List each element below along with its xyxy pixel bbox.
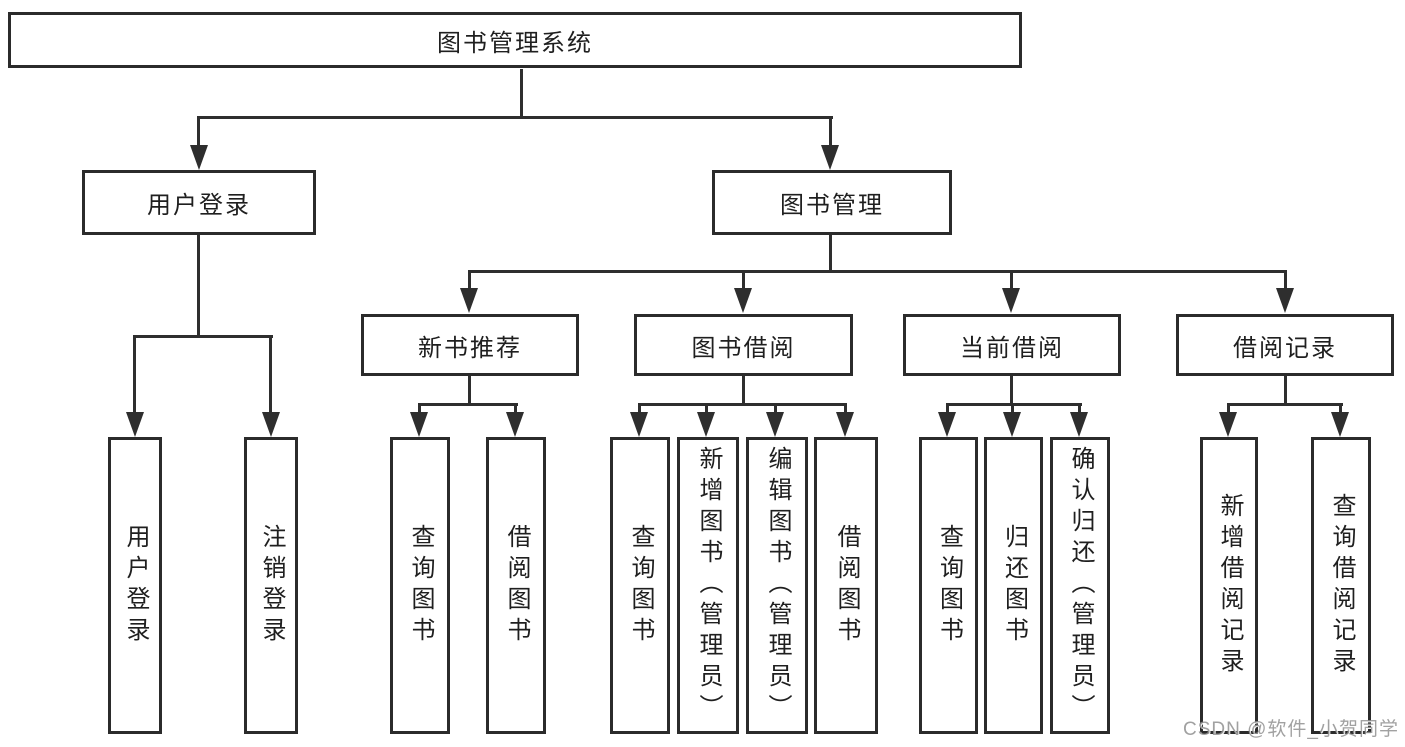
node-label: 确认归还（管理员）: [1067, 446, 1094, 725]
connector-line: [269, 335, 272, 413]
connector-line: [946, 403, 1082, 406]
connector-line: [468, 270, 471, 295]
arrow-down-icon: [1003, 412, 1021, 437]
arrow-down-icon: [697, 412, 715, 437]
leaf-edit-book-admin: 编辑图书（管理员）: [746, 437, 808, 734]
connector-line: [844, 403, 847, 414]
node-label: 图书管理: [780, 192, 884, 219]
arrow-down-icon: [1276, 288, 1294, 313]
connector-line: [1010, 376, 1013, 406]
arrow-down-icon: [821, 145, 839, 170]
node-label: 查询图书: [407, 523, 434, 648]
leaf-return-book: 归还图书: [984, 437, 1043, 734]
arrow-down-icon: [126, 412, 144, 437]
arrow-down-icon: [410, 412, 428, 437]
leaf-query-borrow-record: 查询借阅记录: [1311, 437, 1371, 734]
connector-line: [468, 270, 1287, 273]
node-library-management-system: 图书管理系统: [8, 12, 1022, 68]
node-label: 借阅图书: [833, 523, 860, 648]
connector-line: [133, 335, 136, 413]
connector-line: [514, 403, 517, 414]
connector-line: [946, 403, 949, 414]
leaf-query-books-current: 查询图书: [919, 437, 978, 734]
connector-line: [197, 116, 200, 148]
watermark: CSDN @软件_小贺同学: [1183, 719, 1399, 740]
connector-line: [1284, 270, 1287, 295]
connector-line: [418, 403, 518, 406]
leaf-query-books-borrow: 查询图书: [610, 437, 670, 734]
connector-line: [829, 116, 832, 148]
connector-line: [1010, 270, 1013, 295]
connector-line: [468, 376, 471, 406]
arrow-down-icon: [766, 412, 784, 437]
leaf-add-borrow-record: 新增借阅记录: [1200, 437, 1258, 734]
connector-line: [638, 403, 641, 414]
connector-line: [1284, 376, 1287, 406]
node-label: 新增图书（管理员）: [695, 446, 722, 725]
connector-line: [742, 376, 745, 406]
connector-line: [742, 270, 745, 295]
node-new-book-recommendation: 新书推荐: [361, 314, 579, 376]
leaf-borrow-books: 借阅图书: [814, 437, 878, 734]
connector-line: [1227, 403, 1230, 414]
arrow-down-icon: [1070, 412, 1088, 437]
node-book-borrowing: 图书借阅: [634, 314, 853, 376]
node-label: 用户登录: [122, 523, 149, 648]
arrow-down-icon: [1331, 412, 1349, 437]
connector-line: [133, 335, 273, 338]
connector-line: [197, 235, 200, 338]
arrow-down-icon: [262, 412, 280, 437]
arrow-down-icon: [506, 412, 524, 437]
arrow-down-icon: [460, 288, 478, 313]
connector-line: [774, 403, 777, 414]
arrow-down-icon: [836, 412, 854, 437]
node-label: 图书借阅: [691, 334, 796, 362]
connector-line: [1339, 403, 1342, 414]
node-label: 借阅记录: [1233, 334, 1337, 362]
node-label: 注销登录: [258, 523, 285, 648]
leaf-add-book-admin: 新增图书（管理员）: [677, 437, 739, 734]
arrow-down-icon: [630, 412, 648, 437]
connector-line: [1078, 403, 1081, 414]
connector-line: [1011, 403, 1014, 414]
node-label: 图书管理系统: [437, 29, 593, 57]
node-current-borrowing: 当前借阅: [903, 314, 1121, 376]
leaf-query-books-recommend: 查询图书: [390, 437, 450, 734]
arrow-down-icon: [734, 288, 752, 313]
node-label: 编辑图书（管理员）: [764, 446, 791, 725]
connector-line: [197, 116, 833, 119]
arrow-down-icon: [190, 145, 208, 170]
arrow-down-icon: [1002, 288, 1020, 313]
node-label: 查询借阅记录: [1328, 492, 1355, 679]
arrow-down-icon: [1219, 412, 1237, 437]
node-label: 归还图书: [1000, 523, 1028, 648]
node-label: 用户登录: [147, 192, 251, 219]
node-label: 借阅图书: [503, 523, 530, 648]
node-label: 当前借阅: [960, 334, 1064, 362]
node-user-login: 用户登录: [82, 170, 316, 235]
connector-line: [829, 235, 832, 273]
node-label: 查询图书: [935, 523, 963, 648]
node-borrowing-records: 借阅记录: [1176, 314, 1394, 376]
connector-line: [638, 403, 847, 406]
node-book-management: 图书管理: [712, 170, 952, 235]
node-label: 查询图书: [627, 523, 654, 648]
leaf-confirm-return-admin: 确认归还（管理员）: [1050, 437, 1110, 734]
arrow-down-icon: [938, 412, 956, 437]
connector-line: [520, 69, 523, 118]
node-label: 新增借阅记录: [1216, 492, 1243, 679]
connector-line: [418, 403, 421, 414]
node-label: 新书推荐: [418, 334, 522, 362]
leaf-user-login: 用户登录: [108, 437, 162, 734]
connector-line: [1227, 403, 1343, 406]
leaf-logout: 注销登录: [244, 437, 298, 734]
connector-line: [705, 403, 708, 414]
leaf-borrow-books-recommend: 借阅图书: [486, 437, 546, 734]
